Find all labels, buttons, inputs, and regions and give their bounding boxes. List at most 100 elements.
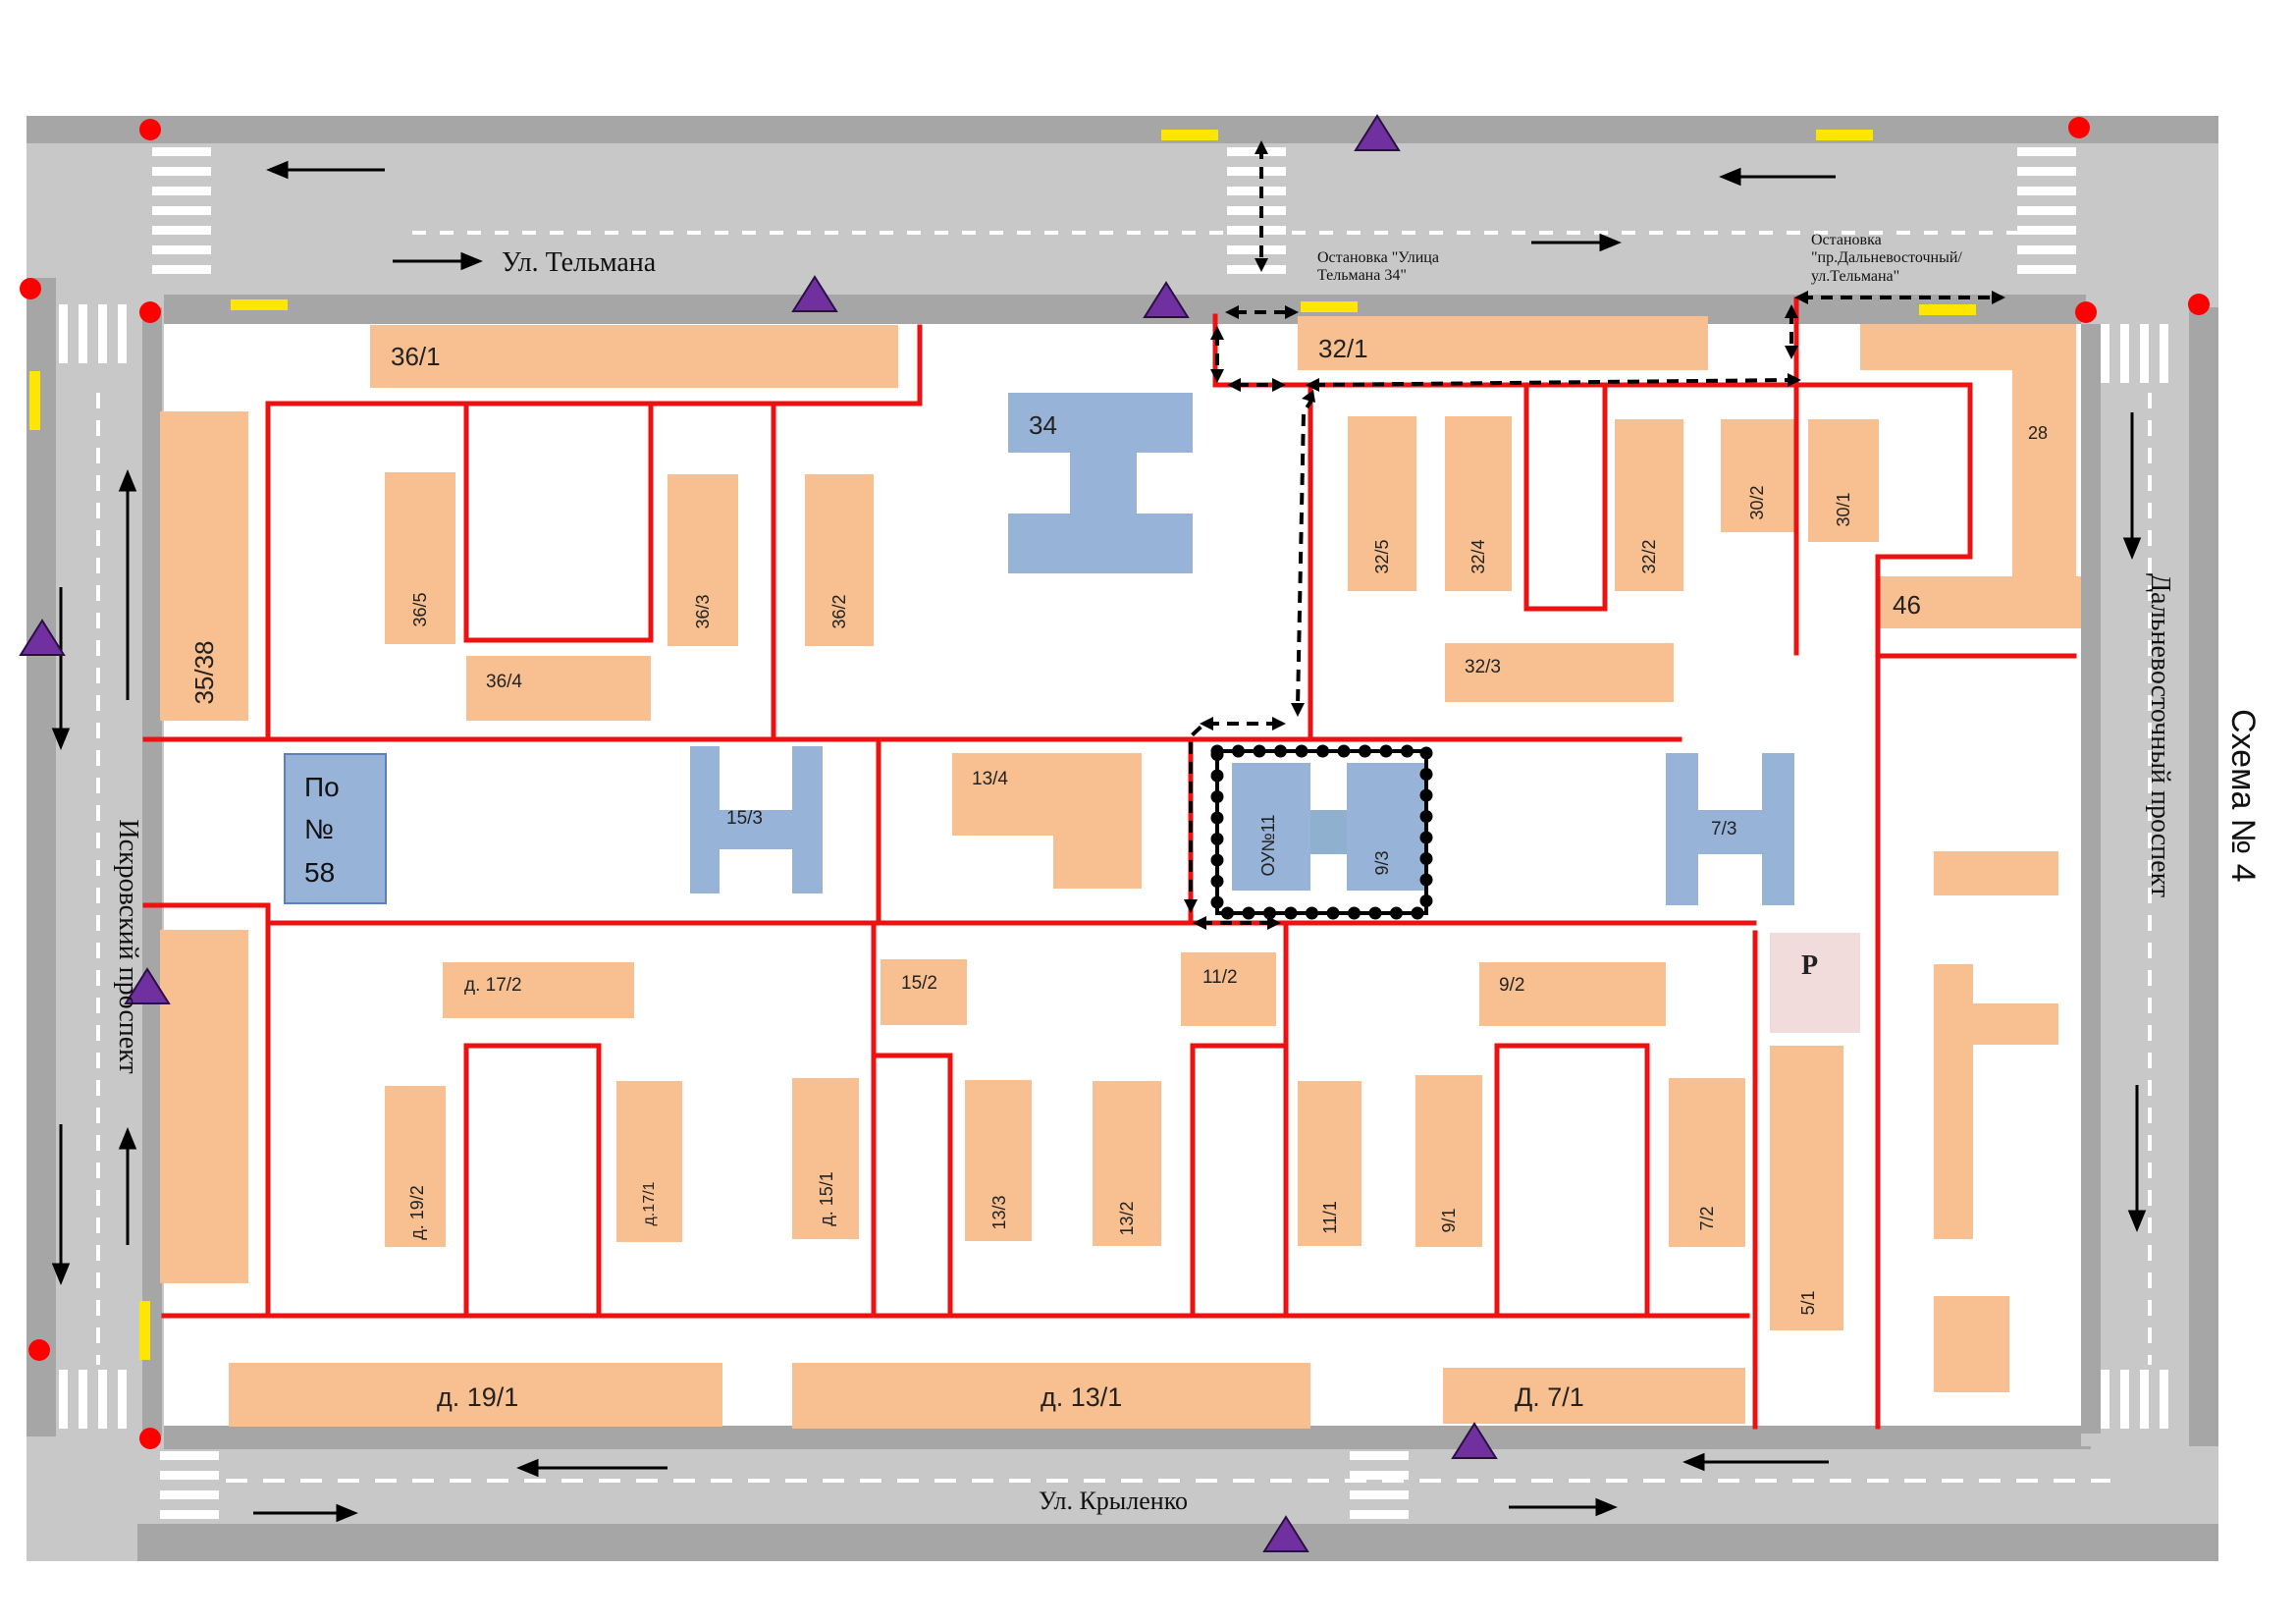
school-15-3 [690, 746, 823, 893]
building-east-3 [1934, 1296, 2009, 1392]
building-label: 32/2 [1639, 539, 1659, 574]
traffic-arrows [51, 160, 2147, 1523]
building-11-2 [1181, 952, 1276, 1026]
stop-line: ул.Тельмана" [1811, 267, 1900, 285]
building-label: 32/1 [1318, 334, 1368, 363]
building-east-1 [1934, 851, 2058, 895]
building-label: 9/1 [1439, 1208, 1459, 1233]
bus-stop [29, 371, 40, 430]
stop-line: Остановка [1811, 232, 1882, 248]
building-32-2 [1615, 419, 1683, 591]
building-label: 35/38 [189, 640, 219, 705]
building-label: 13/3 [989, 1195, 1009, 1230]
street-label-krylenko: Ул. Крыленко [1039, 1487, 1189, 1515]
building-label: 13/2 [1117, 1201, 1137, 1236]
school-58-label: По № 58 [304, 766, 340, 893]
building-label: 30/2 [1747, 485, 1767, 520]
building-label: д. 19/2 [407, 1185, 427, 1240]
crosswalk-nw [152, 147, 211, 274]
bus-stop-label-telmana-34: Остановка "Улица Тельмана 34" [1317, 249, 1439, 286]
warning-sign [1451, 1422, 1498, 1459]
building-30-2 [1721, 419, 1794, 532]
building-label: 9/3 [1372, 850, 1392, 876]
bus-stop [1301, 301, 1358, 312]
building-19-1 [229, 1363, 722, 1427]
road-west-edge-right [142, 307, 162, 1436]
warning-sign [1262, 1515, 1309, 1552]
building-label: 34 [1029, 410, 1057, 440]
school-11-left [1232, 763, 1310, 891]
scheme-title: Схема № 4 [2224, 709, 2262, 883]
safe-route [1184, 140, 2005, 930]
building-label: д. 19/1 [437, 1382, 519, 1412]
building-13-2 [1093, 1081, 1161, 1246]
building-label: 11/1 [1320, 1201, 1340, 1234]
building-9-2 [1479, 962, 1666, 1026]
bus-stop [139, 1301, 150, 1360]
traffic-light [2188, 294, 2210, 315]
building-label: 36/2 [829, 594, 849, 629]
bus-stop-label-dalnevostochny: Остановка "пр.Дальневосточный/ ул.Тельма… [1811, 232, 1962, 286]
bus-stop [1161, 130, 1218, 140]
building-label: 36/4 [486, 672, 522, 692]
building-9-1 [1415, 1075, 1482, 1247]
traffic-light [2068, 117, 2090, 138]
bus-stops [29, 130, 1976, 1360]
building-7-2 [1669, 1078, 1745, 1247]
road-north-edge-top [27, 116, 2218, 143]
traffic-light [139, 119, 161, 140]
parking-label: P [1801, 950, 1819, 981]
school-line: По [304, 772, 340, 802]
school-7-3 [1666, 753, 1794, 905]
traffic-lights [20, 117, 2210, 1449]
traffic-light [2075, 301, 2097, 323]
building-label: 36/5 [410, 592, 430, 627]
warning-sign [1143, 281, 1190, 318]
building-label: 32/3 [1465, 657, 1501, 677]
building-17-1 [616, 1081, 682, 1242]
traffic-light [20, 278, 41, 299]
street-label-iskrovsky: Искровский проспект [113, 819, 143, 1074]
crosswalk-ne [2017, 147, 2076, 274]
building-label: 46 [1893, 590, 1921, 620]
building-label: 15/3 [726, 808, 763, 829]
street-label-dalnevostochny: Дальневосточный проспект [2145, 572, 2175, 898]
road-south-edge-top [152, 1426, 2091, 1449]
road-north [27, 116, 2218, 307]
warning-signs [19, 114, 1498, 1552]
building-35-38 [160, 411, 248, 721]
schools [284, 393, 1794, 905]
school-11-right [1347, 763, 1425, 891]
building-46 [1880, 576, 2081, 628]
crosswalk-west-top [59, 304, 127, 363]
building-5-1 [1770, 1046, 1843, 1330]
building-label: 5/1 [1798, 1290, 1818, 1316]
building-30-1 [1808, 419, 1879, 542]
building-7-1 [1443, 1368, 1745, 1424]
building-19-2 [385, 1086, 446, 1247]
building-label: 9/2 [1499, 975, 1525, 996]
building-11-1 [1298, 1081, 1362, 1246]
crosswalk-east-top [2101, 324, 2168, 383]
school-11-link [1310, 810, 1347, 854]
building-label: 28 [2028, 423, 2049, 443]
traffic-light [28, 1339, 50, 1361]
crosswalk-sw [160, 1451, 219, 1519]
building-36-3 [667, 474, 738, 646]
parking-area [1770, 933, 1860, 1033]
building-west-lower [160, 930, 248, 1283]
building-label: 11/2 [1202, 967, 1238, 988]
building-32-3 [1445, 643, 1674, 702]
building-label: 15/2 [901, 973, 937, 994]
warning-sign [1354, 114, 1401, 151]
building-13-1 [792, 1363, 1310, 1429]
road-east-edge-left [2081, 324, 2101, 1434]
building-label: 32/4 [1468, 539, 1488, 574]
building-36-1 [370, 325, 898, 388]
building-label: 36/1 [391, 342, 441, 371]
bus-stop [231, 299, 288, 310]
road-north-edge-bottom [152, 295, 2086, 324]
crosswalk-south-mid [1350, 1451, 1409, 1519]
warning-sign [19, 619, 66, 656]
